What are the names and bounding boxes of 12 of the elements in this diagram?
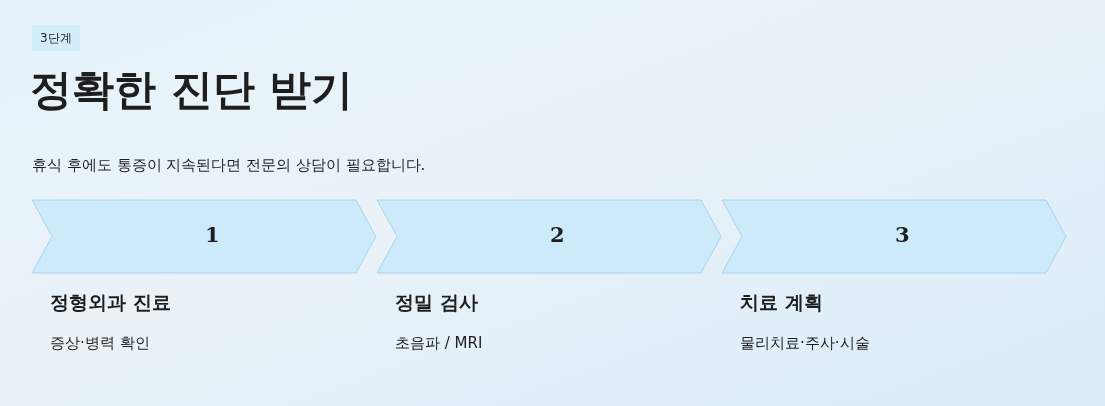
step-number: 3 xyxy=(895,221,910,249)
step-description: 초음파 / MRI xyxy=(395,333,483,354)
step-number: 1 xyxy=(205,221,220,249)
step-number: 2 xyxy=(550,221,565,249)
subtitle: 휴식 후에도 통증이 지속된다면 전문의 상담이 필요합니다. xyxy=(32,155,426,176)
step-heading: 치료 계획 xyxy=(740,290,823,315)
step-heading: 정밀 검사 xyxy=(395,290,478,315)
step-heading: 정형외과 진료 xyxy=(50,290,171,315)
step-badge: 3단계 xyxy=(32,25,80,51)
page-title: 정확한 진단 받기 xyxy=(30,64,354,116)
step-description: 물리치료·주사·시술 xyxy=(740,333,870,354)
step-description: 증상·병력 확인 xyxy=(50,333,150,354)
